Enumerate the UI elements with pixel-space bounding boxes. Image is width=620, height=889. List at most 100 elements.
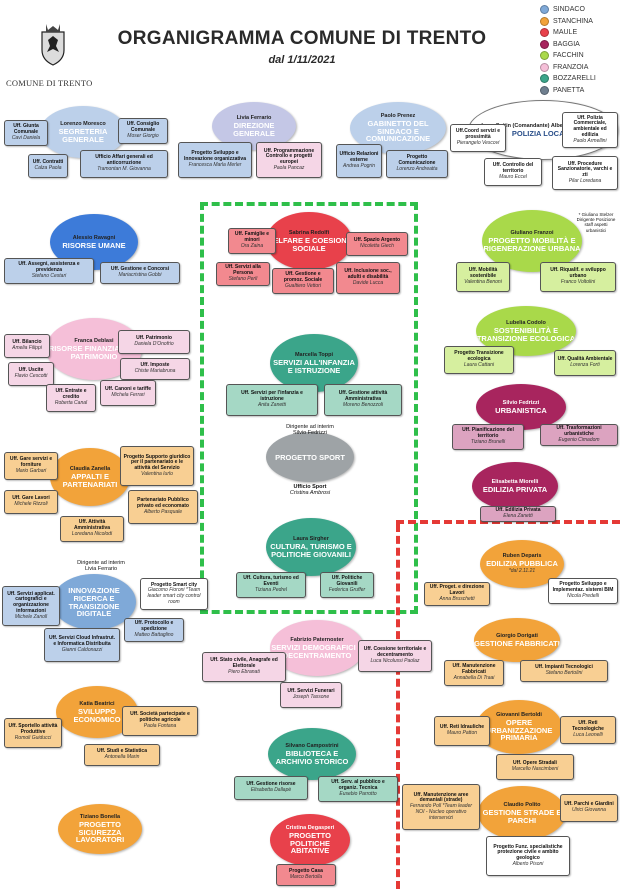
legend-item: SINDACO bbox=[540, 4, 596, 16]
page-date: dal 1/11/2021 bbox=[268, 54, 336, 66]
legend-item: MAULE bbox=[540, 27, 596, 39]
office-box: Uff. Società partecipate e politiche agr… bbox=[122, 706, 198, 736]
unit-innovazione: INNOVAZIONE RICERCA E TRANSIZIONE DIGITA… bbox=[52, 574, 136, 630]
legend-dot bbox=[540, 28, 549, 38]
office-box: Uff. Procedure Sanzionatorie, varchi e z… bbox=[552, 156, 618, 190]
office-box: Progetto Sviluppo e Implementaz. sistemi… bbox=[548, 578, 618, 604]
legend-dot bbox=[540, 51, 549, 61]
legend-item: STANCHINA bbox=[540, 16, 596, 28]
office-box: Uff. Serv. al pubblico e organiz. Tecnic… bbox=[318, 776, 398, 802]
mobilita-note: * Giuliano Stelzer Dirigente Posizione s… bbox=[576, 212, 616, 233]
innovazione-head: Dirigente ad interim Livia Ferrario bbox=[77, 560, 125, 573]
office-box: Uff. Programmazione Controllo e progetti… bbox=[256, 142, 322, 178]
legend-dot bbox=[540, 62, 549, 72]
office-box: Uff. Manutenzione aree demaniali (strade… bbox=[402, 784, 480, 830]
green-dashed-group-border bbox=[200, 202, 418, 614]
office-box: Progetto Funz. specialistiche protezione… bbox=[486, 836, 570, 876]
red-dashed-group-border-top bbox=[396, 520, 620, 524]
red-dashed-group-border-left bbox=[396, 524, 400, 889]
legend-item: FRANZOIA bbox=[540, 62, 596, 74]
office-box: Uff. Stato civile, Anagrafe ed Elettoral… bbox=[202, 652, 286, 682]
office-box: Partenariato Pubblico privato ed economa… bbox=[128, 490, 198, 524]
office-box: Progetto Supporto giuridico per il parte… bbox=[120, 446, 194, 486]
legend-item: FACCHIN bbox=[540, 50, 596, 62]
office-box: Uff. Coesione territoriale e decentramen… bbox=[358, 640, 432, 672]
sport-head: Dirigente ad interim Silvio Fedrizzi bbox=[286, 424, 334, 437]
legend-dot bbox=[540, 16, 549, 26]
office-box: Uff. Polizia Commerciale, ambientale ed … bbox=[562, 112, 618, 148]
legend: SINDACO STANCHINA MAULE BAGGIA FACCHIN F… bbox=[540, 4, 596, 96]
office-box: Progetto Sviluppo e Innovazione organizz… bbox=[178, 142, 252, 178]
legend-dot bbox=[540, 74, 549, 84]
office-box: Uff. Servizi applicat. cartografici e or… bbox=[2, 586, 60, 626]
unit-sport: PROGETTO SPORT bbox=[266, 432, 354, 482]
office-box: Uff. Servizi Cloud Infrastrut. e Informa… bbox=[44, 628, 120, 662]
city-label: COMUNE DI TRENTO bbox=[6, 78, 93, 88]
page-title: ORGANIGRAMMA COMUNE DI TRENTO bbox=[117, 28, 487, 49]
office-box: Ufficio Affari generali ed anticorruzion… bbox=[80, 150, 168, 178]
legend-dot bbox=[540, 5, 549, 15]
legend-item: BAGGIA bbox=[540, 39, 596, 51]
office-box: Uff. Inclusione soc., adulti e disabilit… bbox=[336, 262, 400, 294]
office-box: Uff. Servizi per l'infanzia e istruzione… bbox=[226, 384, 318, 416]
legend-dot bbox=[540, 85, 549, 95]
